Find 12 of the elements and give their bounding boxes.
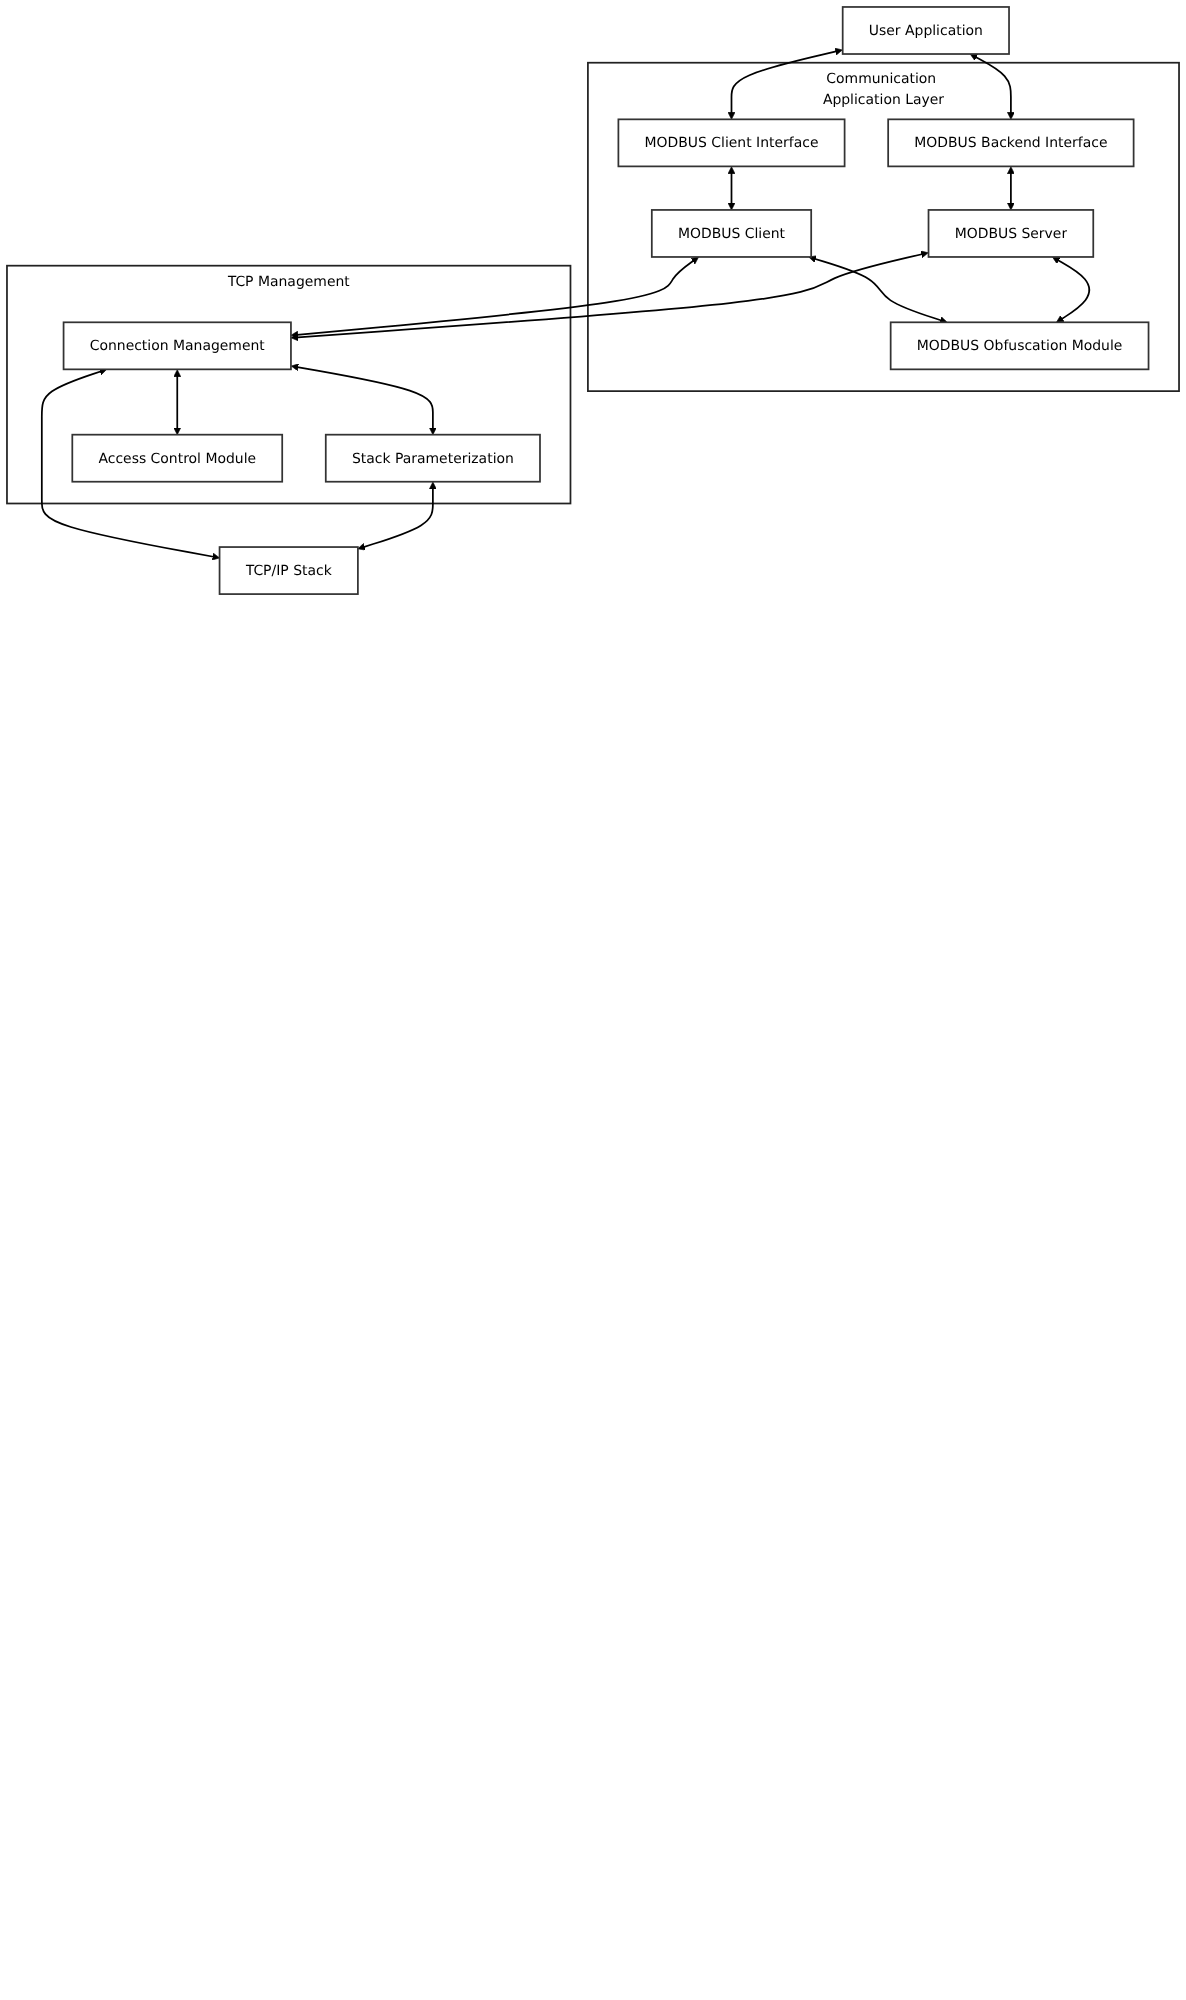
arrow [290, 363, 437, 436]
arrow [808, 255, 948, 324]
arrow [1007, 166, 1015, 211]
arrow [40, 368, 220, 561]
arrow [290, 250, 929, 342]
arrow [357, 481, 437, 551]
arrow [727, 47, 843, 120]
arrow [173, 369, 182, 436]
arrow [290, 256, 699, 339]
arrow [1052, 256, 1091, 323]
arrow [727, 166, 736, 211]
arrow [969, 53, 1015, 120]
